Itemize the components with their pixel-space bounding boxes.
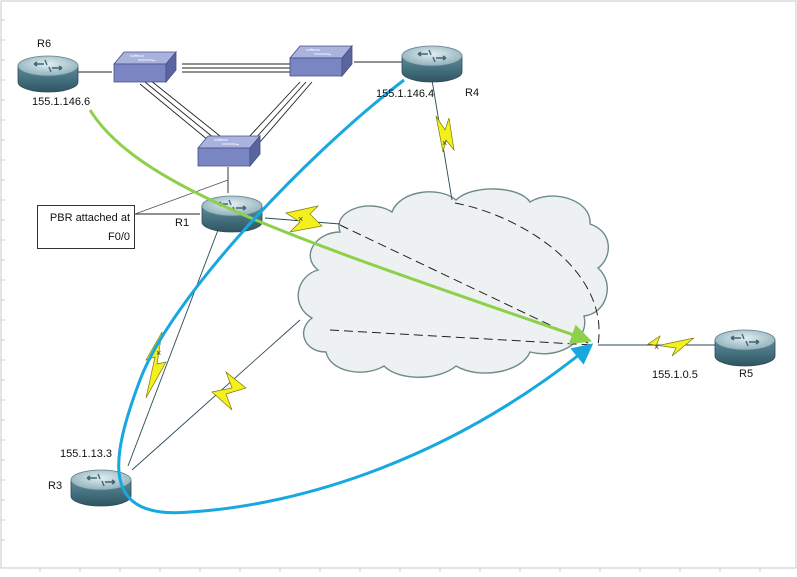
r3-name: R3: [48, 480, 62, 492]
switch-trunk-links: [139, 63, 313, 143]
pbr-note-box: PBR attached at F0/0: [37, 205, 135, 249]
r4-name: R4: [465, 87, 479, 99]
frame-relay-cloud: [297, 188, 610, 378]
svg-text:×: ×: [156, 348, 161, 358]
pbr-note-line1: PBR attached at: [49, 212, 130, 224]
svg-text:×: ×: [442, 138, 447, 148]
switch-bottom[interactable]: [197, 135, 261, 167]
r4-ip: 155.1.146.4: [376, 88, 434, 100]
serial-bolt-r4: ×: [435, 115, 455, 153]
svg-text:×: ×: [654, 342, 659, 352]
svg-text:×: ×: [298, 214, 303, 224]
serial-bolt-r5: ×: [647, 335, 695, 357]
blue-traffic-path: [117, 78, 594, 515]
serial-bolt-r1-r3: ×: [145, 331, 167, 399]
r1-name: R1: [175, 217, 189, 229]
r6-name: R6: [37, 38, 51, 50]
router-r4[interactable]: [401, 45, 463, 83]
router-r6[interactable]: [17, 55, 79, 93]
green-traffic-path: [88, 109, 592, 345]
serial-bolt-r3-cloud: [211, 370, 247, 411]
router-r5[interactable]: [714, 329, 776, 367]
r5-name: R5: [739, 368, 753, 380]
pvc-dashed-lines: [329, 202, 600, 346]
r3-ip: 155.1.13.3: [60, 448, 112, 460]
r5-ip: 155.1.0.5: [652, 369, 698, 381]
switch-right[interactable]: [289, 45, 353, 77]
serial-bolt-r1: ×: [285, 205, 323, 233]
switch-left[interactable]: [113, 51, 177, 83]
pbr-note-line2: F0/0: [107, 231, 130, 243]
ethernet-links: [78, 61, 402, 215]
r6-ip: 155.1.146.6: [32, 96, 90, 108]
